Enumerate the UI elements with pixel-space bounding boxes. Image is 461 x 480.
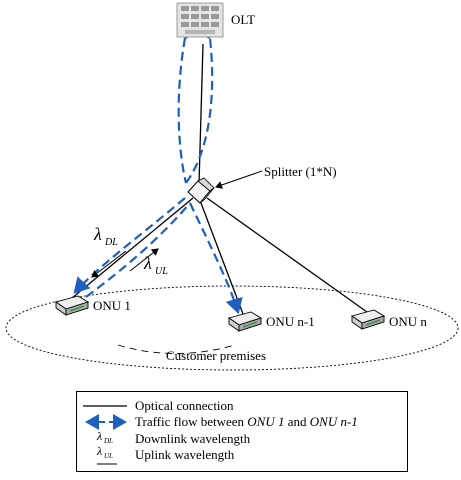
onu-n-device-icon [350,309,386,330]
customer-premises-label: Customer premises [166,348,266,363]
legend-lambda-ul-symbol: λ UL [96,444,117,465]
feeder-fiber [198,43,204,185]
legend-uplink-text: Uplink wavelength [135,447,235,462]
svg-text:λ: λ [143,253,152,273]
svg-text:DL: DL [103,437,113,445]
lambda-dl-label: λ DL [93,224,118,248]
onu1-device-icon [54,295,90,316]
legend: λ DL λ UL Optical connection Traffic flo… [76,391,408,472]
splitter-label: Splitter (1*N) [264,164,337,179]
optical-connections [71,43,368,315]
customer-premises-arc [117,344,236,354]
svg-text:UL: UL [104,452,113,460]
drop-fiber-onu1 [71,197,194,299]
onu-n-label: ONU n [389,314,427,329]
lambda-ul-label: λ UL [143,253,168,277]
legend-lambda-dl-symbol: λ DL [96,429,113,445]
svg-text:DL: DL [104,237,118,248]
legend-optical-connection-text: Optical connection [135,398,234,413]
onu-n-minus-1-device-icon [227,311,263,332]
legend-downlink-text: Downlink wavelength [135,431,251,446]
splitter [187,177,215,204]
drop-fiber-onu-n [206,197,368,313]
svg-text:UL: UL [155,266,168,277]
onu1-label: ONU 1 [93,298,131,313]
olt-device-icon [176,2,224,38]
svg-text:λ: λ [96,444,102,458]
olt-label: OLT [231,12,255,27]
onu-n-minus-1-label: ONU n-1 [266,314,315,329]
svg-text:λ: λ [96,429,102,443]
splitter-pointer-arrow [215,170,263,189]
drop-fiber-onu-n-1 [200,202,244,315]
traffic-flow [73,32,243,315]
uplink-arrow [129,248,159,272]
legend-traffic-flow-text: Traffic flow between ONU 1 and ONU n-1 [135,414,358,429]
downlink-arrow [91,250,127,278]
svg-text:λ: λ [93,224,102,244]
